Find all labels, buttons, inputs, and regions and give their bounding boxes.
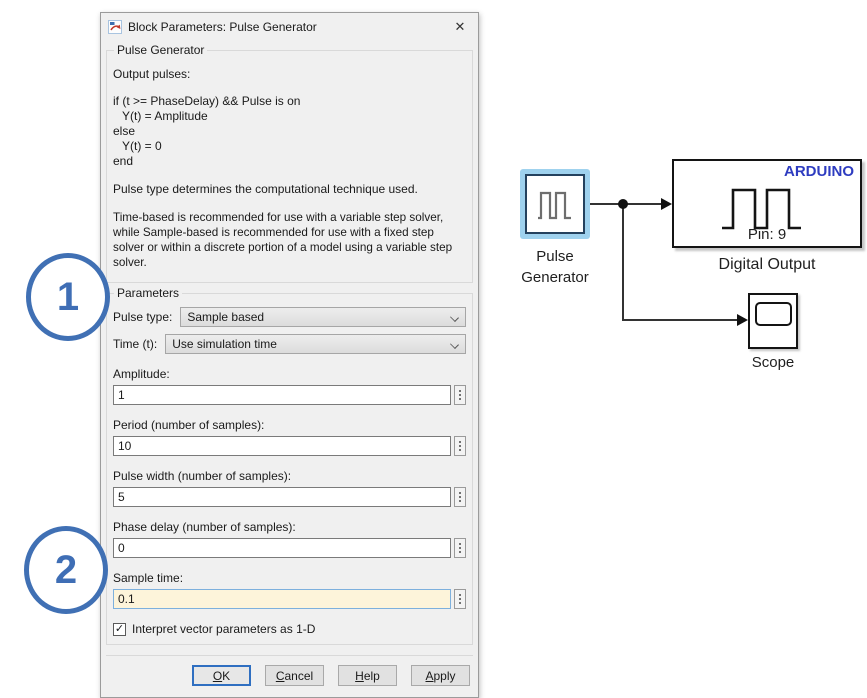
pulse-generator-selection-halo [520, 169, 590, 239]
dialog-titlebar[interactable]: Block Parameters: Pulse Generator ✕ [101, 13, 478, 40]
dialog-title: Block Parameters: Pulse Generator [128, 19, 317, 34]
pulse-width-input[interactable] [113, 487, 451, 507]
period-label: Period (number of samples): [113, 418, 265, 432]
pulse-type-label: Pulse type: [113, 310, 173, 324]
step-2-annotation: 2 [24, 526, 108, 614]
ok-button[interactable]: OK [192, 665, 251, 686]
arduino-brand-label: ARDUINO [784, 163, 854, 180]
phase-delay-label: Phase delay (number of samples): [113, 520, 296, 534]
pulse-generator-block[interactable] [525, 174, 585, 234]
step-1-annotation: 1 [26, 253, 110, 341]
value-options-button[interactable] [454, 385, 466, 405]
sample-time-input[interactable] [113, 589, 451, 609]
parameters-group-label: Parameters [117, 286, 180, 300]
pulse-waveform-icon [722, 188, 801, 230]
screenshot-canvas: Block Parameters: Pulse Generator ✕ Puls… [24, 12, 862, 698]
code-line: Y(t) = Amplitude [122, 109, 208, 123]
dots-handle-icon [459, 547, 461, 549]
code-line: end [113, 154, 134, 168]
value-options-button[interactable] [454, 436, 466, 456]
scope-label: Scope [751, 354, 795, 371]
chevron-down-icon [450, 313, 459, 322]
phase-delay-row [113, 538, 466, 558]
button-separator [106, 655, 473, 656]
dialog-body: Pulse Generator Output pulses: if (t >= … [101, 43, 478, 697]
apply-button[interactable]: Apply [411, 665, 470, 686]
pulse-type-value: Sample based [187, 310, 265, 324]
chevron-down-icon [450, 340, 459, 349]
value-options-button[interactable] [454, 487, 466, 507]
pulse-width-row [113, 487, 466, 507]
parameters-group: Parameters Pulse type: Sample based Time… [106, 286, 473, 645]
amplitude-input[interactable] [113, 385, 451, 405]
solver-note: Time-based is recommended for use with a… [113, 211, 453, 269]
amplitude-label: Amplitude: [113, 367, 170, 381]
wire-branch-to-scope[interactable] [622, 319, 738, 321]
code-line: if (t >= PhaseDelay) && Pulse is on [113, 94, 301, 108]
arrowhead-into-scope [737, 314, 748, 326]
period-input[interactable] [113, 436, 451, 456]
pin-number-label: Pin: 9 [747, 226, 787, 243]
pulse-waveform-icon [538, 191, 571, 220]
period-row [113, 436, 466, 456]
value-options-button[interactable] [454, 589, 466, 609]
dots-handle-icon [459, 445, 461, 447]
interpret-vector-row: ✓ Interpret vector parameters as 1-D [113, 622, 466, 636]
amplitude-row [113, 385, 466, 405]
dots-handle-icon [459, 496, 461, 498]
code-line: Y(t) = 0 [122, 139, 162, 153]
help-button[interactable]: Help [338, 665, 397, 686]
simulink-block-icon [108, 19, 122, 34]
dots-handle-icon [459, 598, 461, 600]
pulse-code-block: if (t >= PhaseDelay) && Pulse is on Y(t)… [113, 94, 466, 169]
output-pulses-text: Output pulses: [113, 67, 191, 81]
pulse-type-note: Pulse type determines the computational … [113, 182, 418, 196]
dialog-button-bar: OK Cancel Help Apply [106, 656, 473, 697]
code-line: else [113, 124, 136, 138]
close-icon[interactable]: ✕ [454, 18, 466, 34]
time-label: Time (t): [113, 337, 158, 351]
value-options-button[interactable] [454, 538, 466, 558]
dots-handle-icon [459, 394, 461, 396]
pulse-type-select[interactable]: Sample based [180, 307, 466, 327]
pulse-width-label: Pulse width (number of samples): [113, 469, 292, 483]
sample-time-label: Sample time: [113, 571, 184, 585]
wire-junction-dot [618, 199, 628, 209]
time-row: Time (t): Use simulation time [113, 334, 466, 354]
pulse-generator-group-label: Pulse Generator [117, 43, 205, 57]
pulse-generator-label: Pulse Generator [521, 248, 589, 286]
digital-output-block[interactable]: ARDUINO Pin: 9 [672, 159, 862, 248]
phase-delay-input[interactable] [113, 538, 451, 558]
pulse-type-row: Pulse type: Sample based [113, 307, 466, 327]
arrowhead-into-digital-output [661, 198, 672, 210]
scope-screen-icon [755, 302, 792, 326]
pulse-generator-group: Pulse Generator Output pulses: if (t >= … [106, 43, 473, 283]
scope-block[interactable] [748, 293, 798, 349]
digital-output-label: Digital Output [718, 256, 816, 273]
wire-branch-down[interactable] [622, 203, 624, 320]
block-parameters-dialog: Block Parameters: Pulse Generator ✕ Puls… [100, 12, 479, 698]
time-value: Use simulation time [172, 337, 277, 351]
time-select[interactable]: Use simulation time [165, 334, 466, 354]
interpret-vector-label: Interpret vector parameters as 1-D [132, 622, 316, 636]
cancel-button[interactable]: Cancel [265, 665, 324, 686]
sample-time-row [113, 589, 466, 609]
interpret-vector-checkbox[interactable]: ✓ [113, 622, 126, 636]
